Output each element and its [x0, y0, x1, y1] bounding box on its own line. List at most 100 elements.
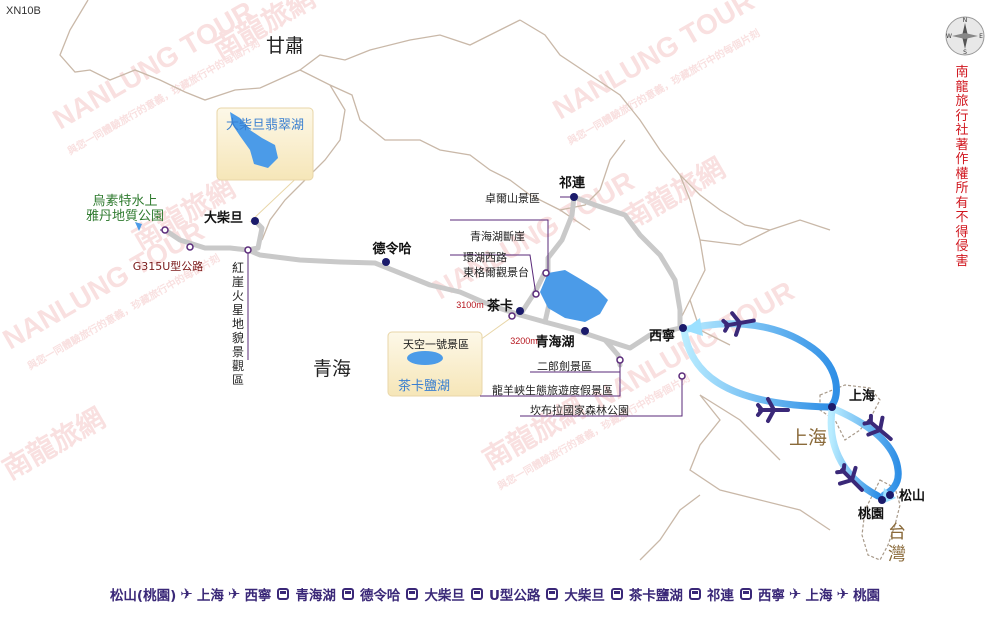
airplane-icon — [756, 397, 790, 423]
inset-label-chaka-salt-lake: 茶卡鹽湖 — [398, 378, 450, 394]
inset-chaka-salt-lake: 天空一號景區 茶卡鹽湖 — [387, 314, 516, 397]
compass-n: N — [963, 17, 968, 24]
bus-icon — [341, 588, 354, 600]
elevation-chaka: 3100m — [456, 300, 484, 310]
attraction-huanhu-west: 環湖西路 — [463, 251, 507, 264]
bus-icon — [470, 588, 483, 600]
marker-xining — [679, 324, 687, 332]
airplane-icons — [721, 311, 893, 492]
copyright-notice: 南龍旅行社 著作權所有 不得侵害 — [955, 65, 969, 269]
compass-s: S — [963, 49, 967, 56]
airplane-icon — [862, 413, 893, 441]
taiwan-island — [861, 479, 901, 561]
marker-chaka-lake — [508, 312, 516, 320]
bus-icon — [277, 588, 290, 600]
itinerary-stop: 西寧 — [244, 588, 272, 604]
attraction-hongya: 紅崖火星地貌景觀區 — [232, 261, 244, 387]
attraction-qinghai-cliff: 青海湖斷崖 — [470, 229, 525, 243]
watermark-brand-cn: 南龍旅網 — [0, 401, 110, 485]
compass-icon: N S E W — [945, 16, 985, 56]
attraction-labels: 烏素特水上雅丹地質公園 G315U型公路 紅崖火星地貌景觀區 卓爾山景區 青海湖… — [86, 192, 629, 417]
itinerary-stop: U型公路 — [488, 588, 541, 604]
marker-qinghai-lake — [581, 327, 589, 335]
itinerary-stop: 德令哈 — [359, 588, 401, 604]
city-qinghai-lake: 青海湖 — [535, 334, 574, 350]
airplane-icon — [835, 463, 864, 492]
itinerary-stop: 上海 — [196, 588, 224, 604]
itinerary-stop: 上海 — [805, 588, 833, 604]
marker-kanbula — [678, 372, 686, 380]
region-taiwan-1: 台 — [888, 522, 906, 543]
attraction-erlangjian: 二郎劍景區 — [537, 359, 592, 373]
city-chaka: 茶卡 — [487, 298, 513, 314]
marker-dachaidan — [251, 217, 259, 225]
itinerary-stop: 祁連 — [706, 588, 734, 604]
marker-delingha — [382, 258, 390, 266]
attraction-kanbula: 坎布拉國家森林公園 — [530, 403, 629, 417]
qinghai-lake — [540, 270, 608, 322]
marker-erlangjian — [616, 356, 624, 364]
inset-label-dachaidan-lake: 大柴旦翡翠湖 — [226, 118, 304, 133]
watermark-brand: NANLUNG TOUR — [548, 0, 760, 125]
region-shanghai: 上海 — [789, 427, 827, 449]
airplane-icon: ✈ — [227, 585, 241, 603]
airplane-icon — [721, 311, 756, 337]
bus-icon — [406, 588, 419, 600]
city-delingha: 德令哈 — [372, 241, 411, 257]
marker-wusute — [161, 226, 169, 234]
itinerary-stop: 茶卡鹽湖 — [628, 588, 683, 604]
itinerary-stop: 大柴旦 — [424, 588, 465, 604]
marker-donggeer — [532, 290, 540, 298]
wusute-lake — [135, 222, 142, 231]
marker-huanhu — [542, 269, 550, 277]
compass-e: E — [979, 33, 983, 40]
itinerary-stop: 桃園 — [853, 588, 881, 604]
city-labels: 大柴旦 德令哈 茶卡 青海湖 祁連 西寧 上海 松山 桃園 — [204, 175, 925, 522]
marker-hongya — [244, 246, 252, 254]
bus-icon — [739, 588, 752, 600]
watermark-brand: NANLUNG TOUR — [428, 165, 640, 305]
itinerary-stop: 大柴旦 — [564, 588, 605, 604]
map-code: XN10B — [6, 5, 41, 17]
airplane-icon: ✈ — [836, 585, 850, 603]
marker-qilian — [570, 193, 578, 201]
attraction-longyangxia: 龍羊峽生態旅遊度假景區 — [492, 383, 613, 397]
region-taiwan-2: 灣 — [888, 544, 906, 565]
city-qilian: 祁連 — [559, 175, 586, 191]
attraction-wusute: 烏素特水上雅丹地質公園 — [86, 193, 164, 224]
inset-label-tiankong: 天空一號景區 — [403, 337, 469, 351]
emerald-lake-shape — [230, 112, 278, 168]
city-dachaidan: 大柴旦 — [204, 210, 243, 226]
marker-chaka — [516, 307, 524, 315]
leader-lines — [160, 196, 683, 417]
inset-dachaidan-lake: 大柴旦翡翠湖 — [216, 107, 314, 223]
marker-songshan — [886, 491, 894, 499]
attraction-zhuoer: 卓爾山景區 — [485, 192, 540, 205]
itinerary-stop: 松山(桃園) — [109, 588, 177, 604]
city-taoyuan: 桃園 — [858, 506, 884, 522]
itinerary-stop: 西寧 — [757, 588, 785, 604]
city-shanghai: 上海 — [849, 388, 875, 404]
compass-w: W — [946, 33, 952, 40]
attraction-g315: G315U型公路 — [133, 259, 204, 273]
airplane-icon: ✈ — [180, 585, 193, 603]
airplane-icon: ✈ — [788, 585, 802, 603]
salt-lake-shape — [407, 351, 443, 365]
city-xining: 西寧 — [649, 328, 675, 344]
region-qinghai: 青海 — [313, 358, 351, 380]
marker-taoyuan — [878, 496, 886, 504]
marker-g315 — [186, 243, 194, 251]
itinerary-stop: 青海湖 — [295, 588, 336, 604]
region-labels: 甘肅 青海 上海 台 灣 — [266, 35, 906, 565]
region-gansu: 甘肅 — [266, 35, 304, 57]
bus-icon — [688, 588, 701, 600]
bus-icon — [610, 588, 623, 600]
elevation-labels: 3100m 3200m — [456, 300, 538, 346]
marker-shanghai — [828, 403, 836, 411]
bus-icon — [546, 588, 559, 600]
elevation-qinghai-lake: 3200m — [510, 336, 538, 346]
attraction-markers — [161, 226, 686, 380]
attraction-donggeer: 東格爾觀景台 — [463, 265, 529, 279]
